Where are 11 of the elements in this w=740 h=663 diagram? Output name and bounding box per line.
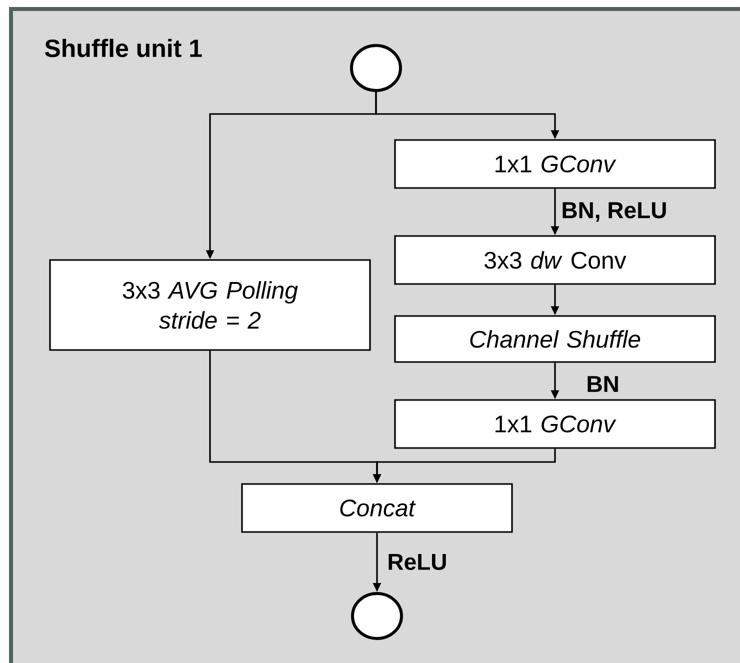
circle-node: [351, 592, 403, 640]
process-box: 3x3 AVG Polling stride = 2: [49, 259, 371, 351]
process-box: 3x3 dw Conv: [394, 235, 716, 285]
process-box: Concat: [241, 483, 513, 533]
process-box: 1x1 GConv: [394, 399, 716, 449]
circle-node: [350, 44, 402, 92]
edge-label: BN: [585, 375, 620, 393]
process-box: 1x1 GConv: [394, 139, 716, 189]
edge-label: ReLU: [386, 552, 448, 572]
edge-label: BN, ReLU: [560, 201, 668, 223]
process-box: Channel Shuffle: [394, 315, 716, 363]
